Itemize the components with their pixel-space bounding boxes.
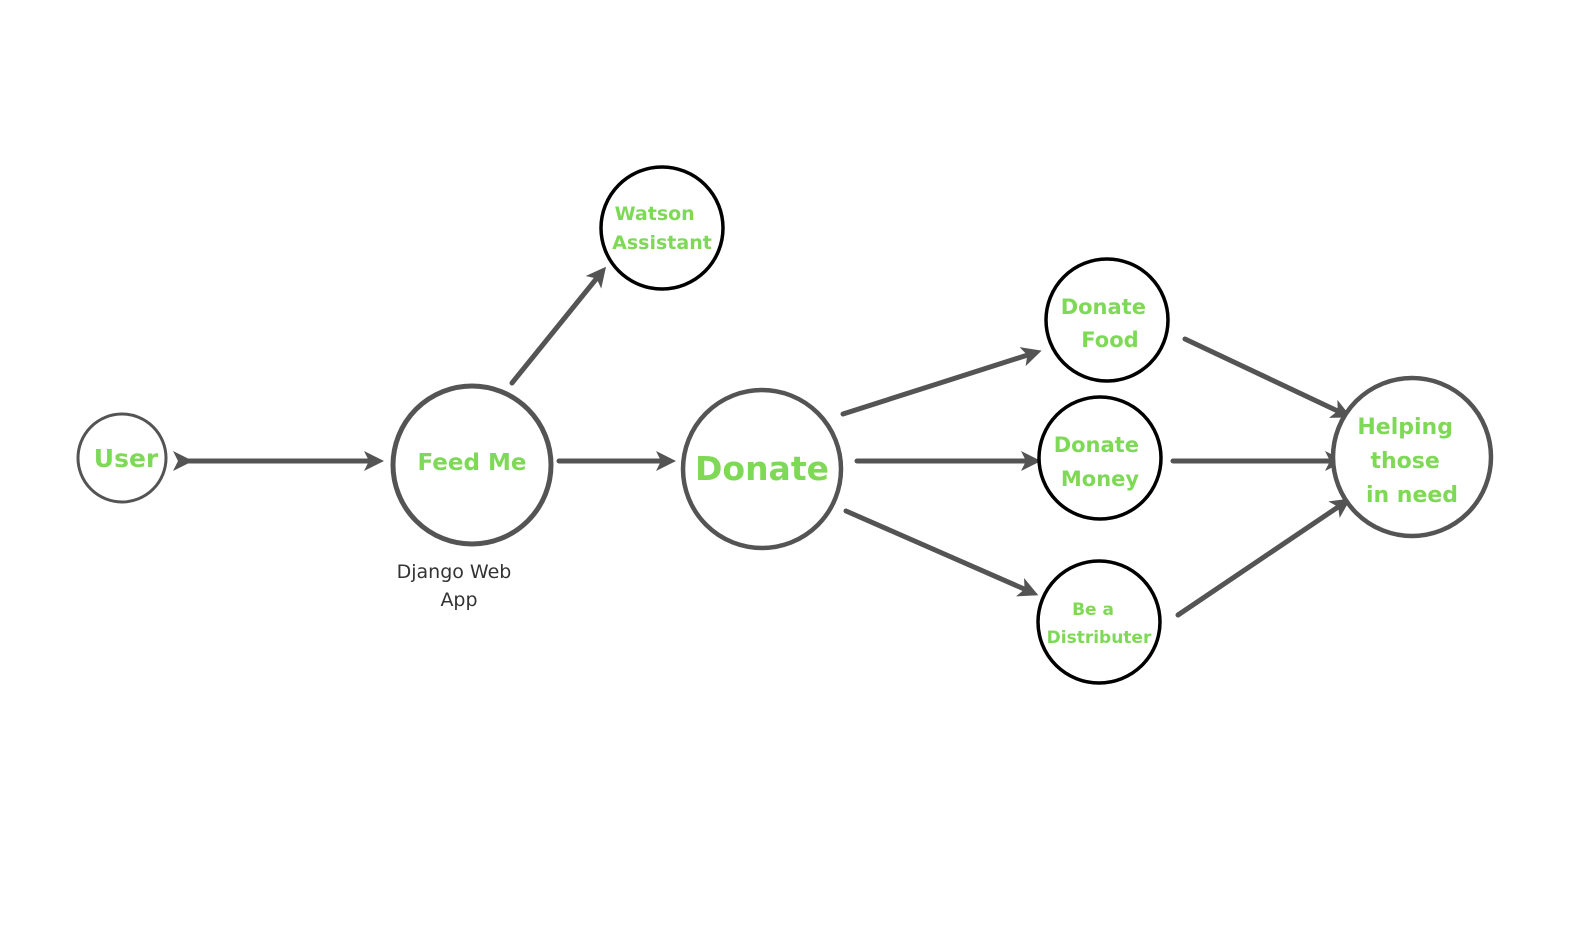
node-feed-me-circle xyxy=(390,383,554,547)
node-donate: Donate xyxy=(680,387,844,551)
node-donate-label-line: Donate xyxy=(695,449,829,488)
node-user-label: User xyxy=(94,444,159,473)
node-distributer-label: Be a Distributer xyxy=(1047,600,1152,648)
node-watson-assistant-label: Watson Assistant xyxy=(612,203,712,254)
node-distributer: Be a Distributer xyxy=(1036,559,1162,685)
edge-donate-donate-food xyxy=(840,347,1042,417)
nodes: User Feed Me Watson Assistant Donate xyxy=(76,165,1494,685)
node-watson-assistant-label-line-1: Watson xyxy=(615,203,695,225)
node-donate-money-label: Donate Money xyxy=(1054,433,1147,491)
node-watson-assistant-circle xyxy=(599,165,725,291)
node-donate-food-circle xyxy=(1044,257,1170,383)
node-user-circle xyxy=(76,412,168,504)
edges xyxy=(172,266,1352,618)
node-donate-label: Donate xyxy=(695,449,829,488)
node-feed-me: Feed Me xyxy=(390,383,554,547)
node-helping-label-line-3: in need xyxy=(1366,483,1458,508)
node-helping: Helping those in need xyxy=(1330,375,1494,539)
node-donate-money-label-line-1: Donate xyxy=(1054,433,1139,457)
node-helping-circle xyxy=(1330,375,1494,539)
node-feed-me-label-line: Feed Me xyxy=(418,450,527,476)
node-helping-label: Helping those in need xyxy=(1357,415,1460,508)
node-helping-label-line-2: those xyxy=(1371,449,1440,474)
feed-me-caption-line-1: Django Web xyxy=(397,561,512,583)
node-donate-food-label: Donate Food xyxy=(1061,295,1154,352)
node-user-label-line: User xyxy=(94,444,159,473)
edge-donate-distributer xyxy=(843,508,1039,597)
node-helping-label-line-1: Helping xyxy=(1357,415,1453,440)
node-donate-food-label-line-1: Donate xyxy=(1061,295,1146,319)
node-watson-assistant-label-line-2: Assistant xyxy=(612,232,712,254)
node-donate-money: Donate Money xyxy=(1037,395,1163,521)
node-donate-money-label-line-2: Money xyxy=(1061,467,1140,491)
feed-me-caption: Django Web App xyxy=(397,561,518,611)
node-distributer-circle xyxy=(1036,559,1162,685)
node-donate-money-circle xyxy=(1037,395,1163,521)
edge-donate-food-helping xyxy=(1182,336,1352,418)
feed-me-caption-line-2: App xyxy=(440,589,477,611)
node-distributer-label-line-2: Distributer xyxy=(1047,628,1152,648)
node-donate-food-label-line-2: Food xyxy=(1081,328,1138,352)
node-user: User xyxy=(76,412,168,504)
node-donate-food: Donate Food xyxy=(1044,257,1170,383)
node-donate-circle xyxy=(680,387,844,551)
edge-feed-me-watson xyxy=(509,266,607,386)
node-feed-me-label: Feed Me xyxy=(418,450,527,476)
edge-distributer-helping xyxy=(1175,498,1351,618)
node-distributer-label-line-1: Be a xyxy=(1072,600,1114,620)
node-watson-assistant: Watson Assistant xyxy=(599,165,725,291)
